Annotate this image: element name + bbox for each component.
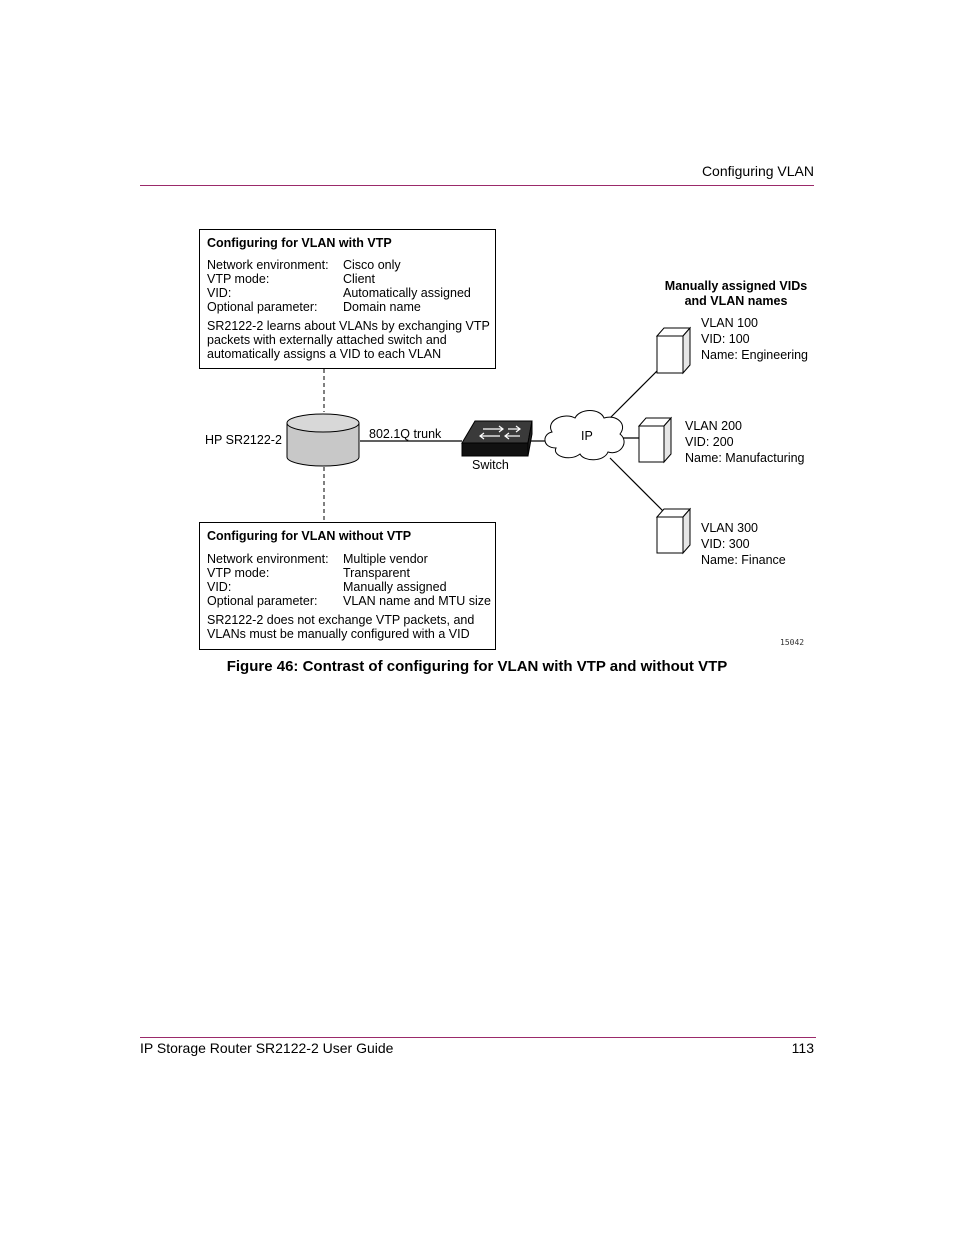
server-vlan200-icon [637,416,673,464]
switch-label: Switch [472,458,509,472]
router-label: HP SR2122-2 [205,433,282,447]
vlan-vid: VID: 200 [685,435,734,449]
server-vlan100-icon [655,326,692,375]
row-key: VTP mode: [207,272,270,286]
vlan-300-labels: VLAN 300 VID: 300 Name: Finance [701,520,786,568]
row-key: Optional parameter: [207,300,318,314]
vtp-config-box: Configuring for VLAN with VTP Network en… [199,229,496,369]
row-value: Manually assigned [343,580,447,594]
router-cylinder-icon [286,413,360,467]
vlan-name: VLAN 200 [685,419,742,433]
vtp-row-mode: VTP mode: Client [207,272,497,286]
footer-divider [140,1037,816,1038]
cloud-vlan300-link [609,457,671,519]
vtp-row-optional: Optional parameter: Domain name [207,300,497,314]
vtp-row-vid: VID: Automatically assigned [207,286,497,300]
vtp-box-title: Configuring for VLAN with VTP [207,236,392,250]
row-key: Network environment: [207,552,329,566]
page-number: 113 [791,1040,814,1056]
footer-guide-title: IP Storage Router SR2122-2 User Guide [140,1040,394,1056]
trunk-label: 802.1Q trunk [369,427,442,441]
novtp-row-vid: VID: Manually assigned [207,580,497,594]
novtp-row-mode: VTP mode: Transparent [207,566,497,580]
cloud-label: IP [581,429,593,443]
running-header-title: Configuring VLAN [701,163,814,179]
row-key: VID: [207,580,232,594]
figure-caption: Figure 46: Contrast of configuring for V… [226,658,728,675]
row-key: Optional parameter: [207,594,318,608]
vlan-200-labels: VLAN 200 VID: 200 Name: Manufacturing [685,418,805,466]
figure-code: 15042 [780,638,805,647]
novtp-box-title: Configuring for VLAN without VTP [207,529,412,543]
row-value: VLAN name and MTU size [343,594,491,608]
vlan-vid: VID: 300 [701,537,750,551]
vlans-heading-line1: Manually assigned VIDs [664,279,808,293]
novtp-config-box: Configuring for VLAN without VTP Network… [199,522,496,650]
row-key: Network environment: [207,258,329,272]
vlans-heading: Manually assigned VIDs and VLAN names [656,279,816,309]
vlan-label: Name: Finance [701,553,786,567]
vtp-row-network: Network environment: Cisco only [207,258,497,272]
row-key: VID: [207,286,232,300]
vlan-name: VLAN 100 [701,316,758,330]
row-value: Domain name [343,300,421,314]
row-value: Automatically assigned [343,286,471,300]
ip-cloud-icon [544,410,625,461]
row-key: VTP mode: [207,566,270,580]
vlan-vid: VID: 100 [701,332,750,346]
switch-icon [461,420,533,457]
novtp-box-description: SR2122-2 does not exchange VTP packets, … [207,613,475,641]
vtp-box-description: SR2122-2 learns about VLANs by exchangin… [207,319,490,361]
vlans-heading-line2: and VLAN names [684,294,788,308]
novtp-row-optional: Optional parameter: VLAN name and MTU si… [207,594,497,608]
novtp-row-network: Network environment: Multiple vendor [207,552,497,566]
vlan-100-labels: VLAN 100 VID: 100 Name: Engineering [701,315,808,363]
vlan-label: Name: Manufacturing [685,451,805,465]
header-divider [140,185,814,186]
row-value: Cisco only [343,258,401,272]
row-value: Client [343,272,375,286]
row-value: Transparent [343,566,410,580]
vlan-label: Name: Engineering [701,348,809,362]
row-value: Multiple vendor [343,552,428,566]
vlan-name: VLAN 300 [701,521,758,535]
server-vlan300-icon [655,507,692,555]
